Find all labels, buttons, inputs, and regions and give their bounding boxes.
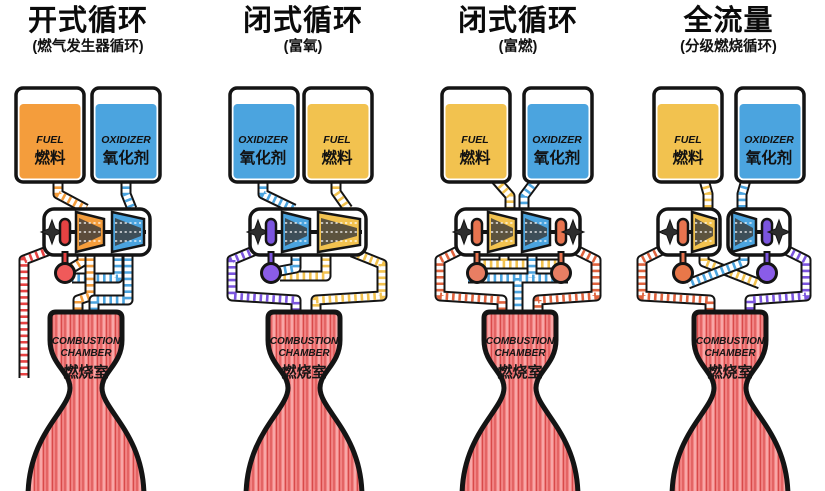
fuel-rich-preburner — [672, 251, 694, 284]
fuel-pump — [316, 210, 362, 254]
fuel-pump — [74, 210, 106, 254]
chamber-label-zh: 燃烧室 — [497, 363, 542, 381]
oxidizer-tank-label-zh: 氧化剂 — [533, 148, 581, 167]
fuel-tank-label-zh: 燃料 — [34, 148, 66, 167]
cycle-subtitle: (燃气发生器循环) — [32, 39, 144, 56]
cycle-title: 全流量 — [683, 5, 774, 37]
oxygen-rich-cycle-diagram: COMBUSTION CHAMBER 燃烧室 — [206, 86, 412, 491]
oxidizer-turbopump-assembly — [726, 207, 792, 284]
column-header: 闭式循环 (富氧) — [206, 0, 412, 56]
cycle-title: 闭式循环 — [242, 5, 363, 37]
fuel-rich-cycle-diagram: COMBUSTION CHAMBER 燃烧室 — [412, 86, 618, 491]
chamber-label-en2: CHAMBER — [278, 348, 330, 359]
cycle-column-oxygen-rich: 闭式循环 (富氧) COMBUSTION CHAMBER 燃烧室 — [206, 0, 412, 491]
oxidizer-tank: OXIDIZER 氧化剂 — [734, 86, 806, 184]
fuel-pump — [690, 210, 718, 254]
chamber-label-en2: CHAMBER — [494, 348, 546, 359]
turbine-inlet-left — [470, 217, 484, 247]
cycle-column-fuel-rich: 闭式循环 (富燃) COMBUSTION CHAMBER 燃烧室 — [412, 0, 618, 491]
fuel-tank-label-zh: 燃料 — [321, 148, 353, 167]
chamber-label-en2: CHAMBER — [704, 348, 756, 359]
oxidizer-tank-label-en: OXIDIZER — [744, 134, 794, 146]
chamber-label-en1: COMBUSTION — [696, 336, 765, 347]
oxidizer-tank-label-zh: 氧化剂 — [745, 148, 793, 167]
full-flow-cycle-diagram: COMBUSTION CHAMBER 燃烧室 — [618, 86, 825, 491]
chamber-label-zh: 燃烧室 — [281, 363, 326, 381]
cycle-subtitle: (分级燃烧循环) — [680, 39, 777, 56]
chamber-label-zh: 燃烧室 — [63, 363, 108, 381]
oxidizer-pump — [520, 210, 552, 254]
turbine-rotor-icon-right — [560, 218, 586, 246]
column-header: 开式循环 (燃气发生器循环) — [0, 0, 206, 56]
combustion-chamber: COMBUSTION CHAMBER 燃烧室 — [459, 309, 581, 491]
preburner — [260, 251, 282, 284]
cycle-subtitle: (富燃) — [498, 39, 538, 56]
preburner-left — [466, 251, 488, 284]
turbine-rotor-icon — [245, 218, 271, 246]
turbine-rotor-icon-left — [657, 218, 683, 246]
turbine-inlet-left — [676, 217, 690, 247]
turbine-rotor-icon-left — [451, 218, 477, 246]
cycle-column-full-flow: 全流量 (分级燃烧循环) COMBUSTION CHAMBER 燃烧室 — [618, 0, 825, 491]
fuel-tank: FUEL 燃料 — [14, 86, 86, 184]
gas-generator — [54, 251, 76, 284]
oxidizer-pump — [730, 210, 758, 254]
oxidizer-tank: OXIDIZER 氧化剂 — [228, 86, 300, 184]
chamber-label-zh: 燃烧室 — [707, 363, 752, 381]
column-header: 全流量 (分级燃烧循环) — [618, 0, 825, 56]
fuel-tank-label-en: FUEL — [323, 134, 350, 146]
combustion-chamber: COMBUSTION CHAMBER 燃烧室 — [243, 309, 365, 491]
oxidizer-tank-label-en: OXIDIZER — [238, 134, 288, 146]
turbine-inlet — [58, 217, 72, 247]
oxygen-rich-preburner — [756, 251, 778, 284]
oxidizer-tank: OXIDIZER 氧化剂 — [522, 86, 594, 184]
turbine-inlet — [264, 217, 278, 247]
combustion-chamber: COMBUSTION CHAMBER 燃烧室 — [669, 309, 791, 491]
oxidizer-pump — [110, 210, 146, 254]
open-cycle-diagram: COMBUSTION CHAMBER 燃烧室 — [14, 86, 162, 491]
fuel-tank-label-zh: 燃料 — [459, 148, 491, 167]
oxidizer-tank-label-zh: 氧化剂 — [102, 148, 150, 167]
fuel-tank-label-zh: 燃料 — [672, 148, 704, 167]
fuel-tank-label-en: FUEL — [674, 134, 701, 146]
chamber-label-en1: COMBUSTION — [486, 336, 555, 347]
column-header: 闭式循环 (富燃) — [412, 0, 618, 56]
fuel-tank-label-en: FUEL — [461, 134, 488, 146]
cycle-column-open: 开式循环 (燃气发生器循环) — [0, 0, 206, 491]
cycle-subtitle: (富氧) — [283, 39, 323, 56]
turbopump-assembly — [245, 207, 368, 284]
oxidizer-tank-label-en: OXIDIZER — [532, 134, 582, 146]
cycle-title: 闭式循环 — [457, 5, 578, 37]
oxidizer-tank-label-zh: 氧化剂 — [239, 148, 287, 167]
turbine-rotor-icon — [39, 218, 65, 246]
chamber-label-en1: COMBUSTION — [52, 336, 121, 347]
fuel-turbopump-assembly — [656, 207, 722, 284]
oxidizer-pump — [280, 210, 312, 254]
combustion-chamber: COMBUSTION CHAMBER 燃烧室 — [25, 309, 147, 491]
turbine-rotor-icon-right — [766, 218, 792, 246]
fuel-tank: FUEL 燃料 — [302, 86, 374, 184]
chamber-label-en2: CHAMBER — [60, 348, 112, 359]
turbopump-assembly — [39, 207, 152, 284]
oxidizer-tank-label-en: OXIDIZER — [101, 134, 151, 146]
cycle-title: 开式循环 — [27, 5, 148, 37]
oxidizer-tank: OXIDIZER 氧化剂 — [90, 86, 162, 184]
fuel-tank: FUEL 燃料 — [652, 86, 724, 184]
preburner-right — [550, 251, 572, 284]
fuel-pump — [486, 210, 518, 254]
chamber-label-en1: COMBUSTION — [270, 336, 339, 347]
turbopump-assembly — [451, 207, 586, 284]
fuel-tank-label-en: FUEL — [36, 134, 63, 146]
fuel-tank: FUEL 燃料 — [440, 86, 512, 184]
